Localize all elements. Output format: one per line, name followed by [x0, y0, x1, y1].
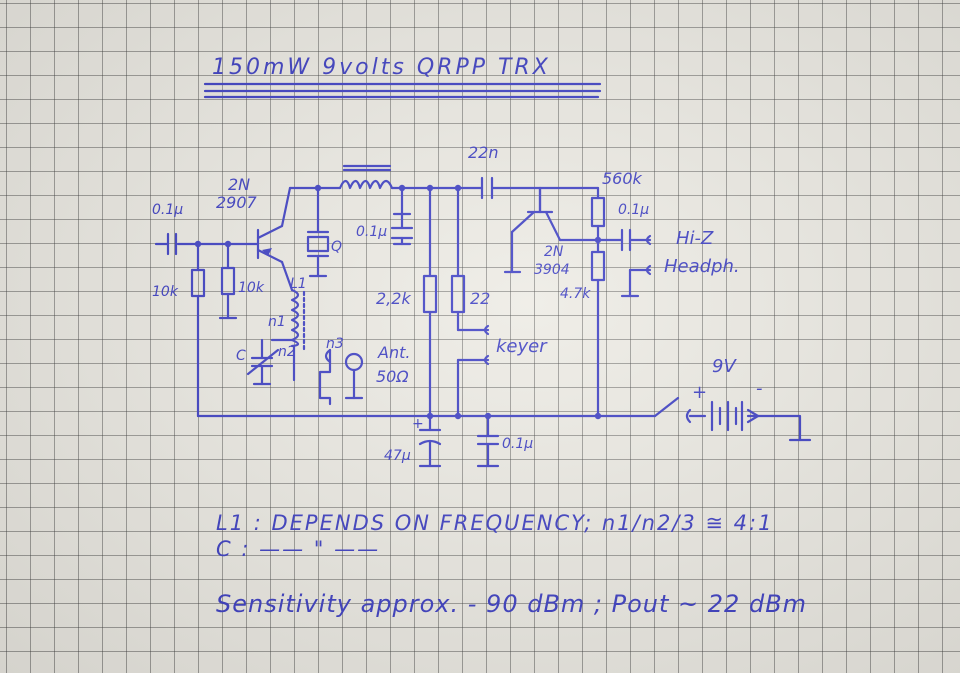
electrolytic-label: 47µ	[384, 448, 411, 464]
antenna-label-line1: Ant.	[377, 343, 410, 362]
inductor-label: L1	[290, 276, 307, 292]
resistor-560k-label: 560k	[602, 169, 643, 188]
crystal-label: Q	[331, 239, 342, 255]
battery-plus-label: +	[692, 382, 707, 403]
resistor-10k-a	[190, 268, 206, 298]
crystal	[306, 230, 330, 258]
inductor-l1	[270, 288, 306, 352]
resistor-2k2	[422, 274, 438, 314]
bypass-capacitor-2	[476, 434, 500, 446]
q1-label-line2: 2907	[216, 193, 258, 212]
turns-n2-label: n2	[278, 344, 296, 360]
note-line-1: L1 : DEPENDS ON FREQUENCY; n1/n2/3 ≅ 4:1	[216, 511, 773, 535]
battery-minus-label: -	[756, 378, 763, 399]
headphone-jack	[645, 234, 652, 276]
output-cap-label: 0.1µ	[618, 202, 649, 218]
note-line-3: Sensitivity approx. - 90 dBm ; Pout ~ 22…	[216, 590, 807, 618]
electrolytic-plus: +	[412, 416, 424, 432]
output-coupling-capacitor	[620, 228, 632, 252]
resistor-4k7-label: 4.7k	[560, 286, 591, 302]
schematic-title: 150mW 9volts QRPP TRX	[212, 55, 551, 80]
resistor-22	[450, 274, 466, 314]
wiring	[176, 186, 812, 468]
transistor-q2-npn	[510, 186, 562, 242]
resistor-4k7	[590, 250, 606, 282]
bypass-capacitor-1	[390, 212, 414, 240]
cap-22n-label: 22n	[468, 143, 499, 162]
transistor-q1-pnp	[256, 224, 284, 264]
bypass-cap-1-label: 0.1µ	[356, 224, 387, 240]
input-cap-label: 0.1µ	[152, 202, 183, 218]
q2-label-line2: 3904	[534, 262, 570, 278]
coupling-capacitor-22n	[480, 176, 494, 200]
resistor-10k-a-label: 10k	[152, 284, 179, 300]
battery-voltage-label: 9V	[712, 356, 737, 377]
resistor-560k	[590, 196, 606, 228]
note-line-2: C : —— " ——	[216, 537, 380, 561]
title-underline	[203, 82, 602, 99]
bypass-cap-2-label: 0.1µ	[502, 436, 533, 452]
keyer-jack	[483, 324, 490, 366]
keyer-label: keyer	[496, 336, 548, 357]
q1-label-line1: 2N	[228, 175, 250, 194]
resistor-22-label: 22	[470, 289, 490, 308]
resistor-10k-b	[220, 266, 236, 296]
rf-choke	[338, 164, 394, 190]
electrolytic-capacitor	[418, 428, 442, 446]
trimmer-label: C	[236, 348, 246, 364]
headphones-label-line1: Hi-Z	[676, 228, 714, 249]
antenna-label-line2: 50Ω	[376, 367, 409, 386]
junction-dots	[194, 184, 602, 420]
resistor-2k2-label: 2,2k	[376, 289, 411, 308]
turns-n1-label: n1	[268, 314, 286, 330]
input-coupling-capacitor	[154, 232, 178, 256]
resistor-10k-b-label: 10k	[238, 280, 265, 296]
trimmer-capacitor	[246, 338, 280, 382]
antenna-link-coil	[324, 348, 364, 372]
battery-9v	[685, 400, 760, 432]
turns-n3-label: n3	[326, 336, 344, 352]
q2-label-line1: 2N	[544, 244, 564, 260]
headphones-label-line2: Headph.	[664, 256, 740, 277]
